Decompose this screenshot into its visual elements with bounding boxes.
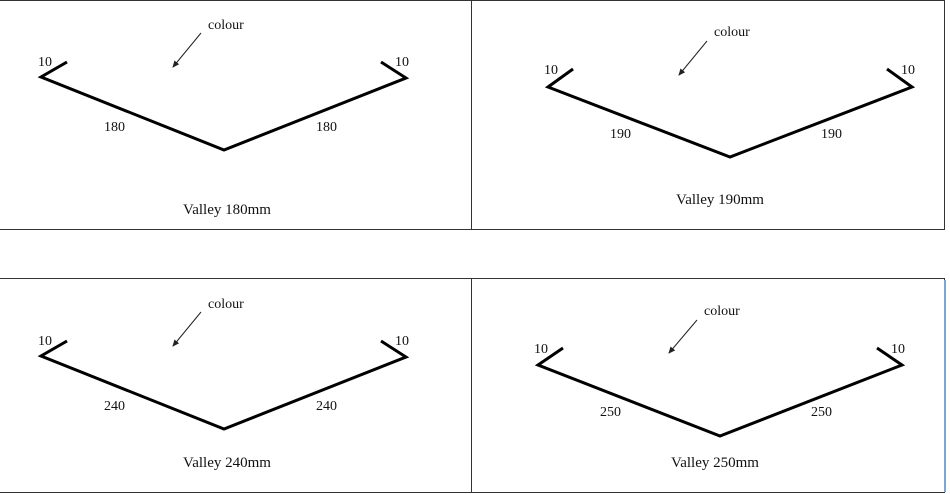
side-left-label: 250 bbox=[600, 405, 621, 420]
valley-profile bbox=[37, 60, 410, 152]
caption: Valley 180mm bbox=[183, 202, 271, 218]
arrow-icon bbox=[172, 32, 202, 68]
valley-240-diagram: colour 10 10 240 240 Valley 240mm bbox=[37, 297, 410, 471]
valley-180-diagram: colour 10 10 180 180 Valley 180mm bbox=[37, 18, 410, 218]
flange-left-label: 10 bbox=[38, 334, 52, 349]
flange-right-label: 10 bbox=[901, 63, 915, 78]
side-right-label: 250 bbox=[811, 405, 832, 420]
caption: Valley 190mm bbox=[676, 192, 764, 208]
colour-note: colour bbox=[704, 304, 740, 319]
flange-left-label: 10 bbox=[534, 342, 548, 357]
arrow-icon bbox=[668, 319, 698, 354]
valley-profile bbox=[544, 67, 916, 159]
side-left-label: 180 bbox=[104, 120, 125, 135]
caption: Valley 250mm bbox=[671, 455, 759, 471]
side-right-label: 190 bbox=[821, 127, 842, 142]
side-left-label: 190 bbox=[610, 127, 631, 142]
side-left-label: 240 bbox=[104, 399, 125, 414]
flange-right-label: 10 bbox=[395, 55, 409, 70]
colour-note: colour bbox=[208, 297, 244, 312]
flange-left-label: 10 bbox=[544, 63, 558, 78]
colour-note: colour bbox=[714, 25, 750, 40]
valley-profile bbox=[534, 346, 906, 438]
valley-190-diagram: colour 10 10 190 190 Valley 190mm bbox=[544, 25, 916, 208]
colour-note: colour bbox=[208, 18, 244, 33]
flange-right-label: 10 bbox=[395, 334, 409, 349]
flange-left-label: 10 bbox=[38, 55, 52, 70]
caption: Valley 240mm bbox=[183, 455, 271, 471]
valley-250-diagram: colour 10 10 250 250 Valley 250mm bbox=[534, 304, 906, 471]
arrow-icon bbox=[172, 311, 202, 347]
side-right-label: 240 bbox=[316, 399, 337, 414]
valley-profile bbox=[37, 339, 410, 431]
side-right-label: 180 bbox=[316, 120, 337, 135]
cell-valley-190 bbox=[471, 0, 945, 230]
flange-right-label: 10 bbox=[891, 342, 905, 357]
arrow-icon bbox=[678, 40, 708, 76]
adjacent-cell-border bbox=[944, 280, 946, 492]
